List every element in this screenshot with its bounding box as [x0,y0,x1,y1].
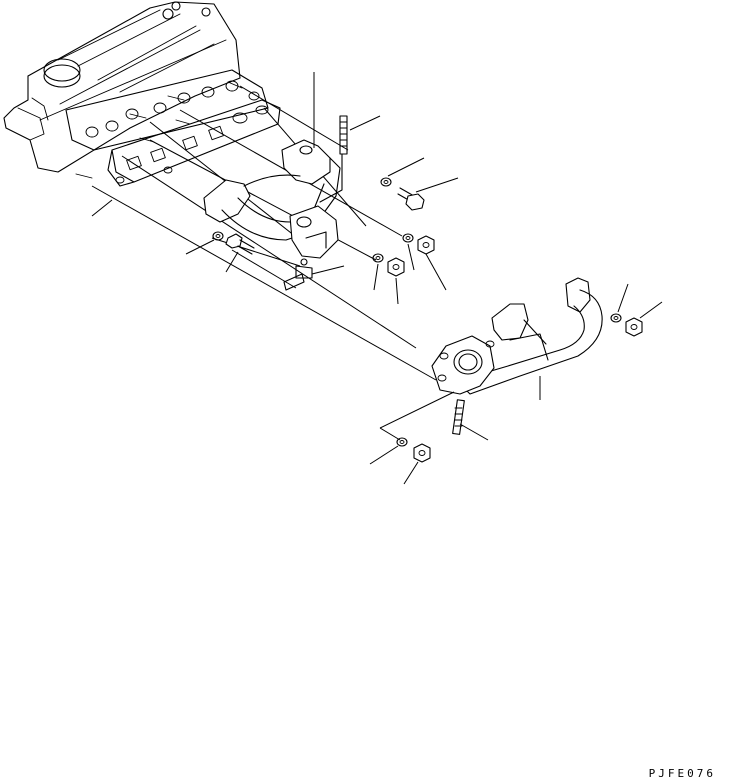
intake-gasket [65,69,269,151]
head-studs [75,81,243,179]
nut-middle-right [417,235,435,255]
intake-manifold [203,139,341,259]
oil-filler-cap [43,64,81,88]
bolt-left [225,233,255,255]
washer-exhaust-right [610,313,622,323]
washer-exhaust-left [396,437,408,447]
exhaust-gasket [107,99,281,187]
tee-fitting [283,258,313,291]
washer-lower [372,253,384,263]
nut-exhaust-right [625,317,643,337]
leader-lines [91,72,663,485]
washer-upper [380,177,392,187]
bolt-upper [397,187,425,211]
exhaust-manifold [431,277,603,395]
nut-lower-middle [387,257,405,277]
exhaust-fastener-bracket [379,391,455,441]
exhaust-stud [452,399,465,435]
cylinder-head [3,1,241,173]
washer-left [212,231,224,241]
nut-exhaust-left [413,443,431,463]
washer-middle [402,233,414,243]
manifold-stud-upper [319,115,348,203]
figure-code: PJFE076 [648,767,716,780]
